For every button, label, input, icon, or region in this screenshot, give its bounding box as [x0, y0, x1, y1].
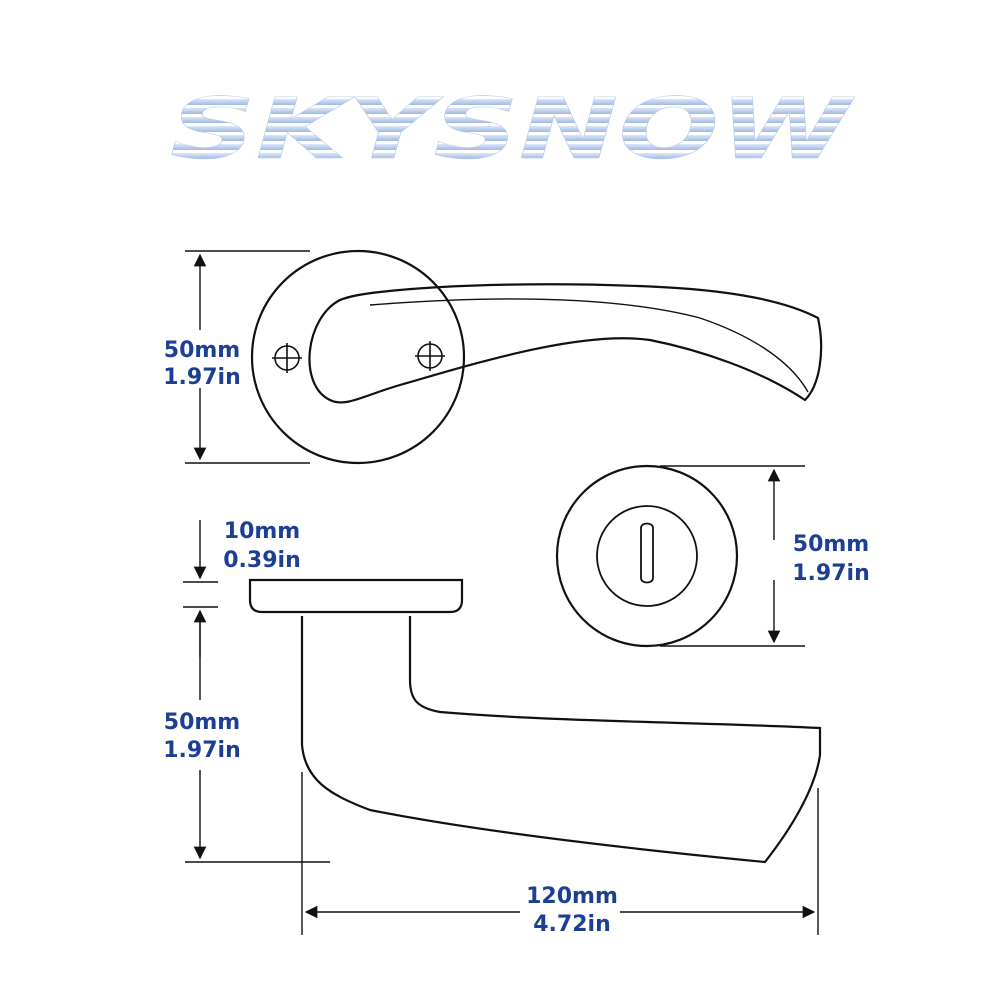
- screw-left-icon: [272, 343, 302, 373]
- brand-logo-text: SKYSNOW: [170, 80, 856, 178]
- front-view: [250, 249, 823, 465]
- rose-outline: [250, 249, 466, 465]
- screw-right-icon: [415, 341, 445, 371]
- rose-thickness-in: 0.39in: [223, 548, 300, 573]
- lever-projection-mm: 50mm: [164, 710, 240, 735]
- escutcheon: [555, 464, 739, 648]
- side-view: [248, 578, 822, 864]
- escutcheon-diameter-in: 1.97in: [792, 561, 869, 586]
- rose-thickness-mm: 10mm: [224, 519, 300, 544]
- rose-height-mm: 50mm: [164, 338, 240, 363]
- lever-length-in: 4.72in: [533, 912, 610, 937]
- escutcheon-inner: [596, 505, 698, 607]
- dimension-rose-height: [185, 250, 310, 464]
- dimension-escutcheon-diameter: [660, 465, 805, 647]
- escutcheon-outer: [555, 464, 739, 648]
- escutcheon-diameter-mm: 50mm: [793, 532, 869, 557]
- keyhole-icon: [640, 522, 654, 584]
- side-lever-outline: [300, 616, 822, 864]
- rose-height-in: 1.97in: [163, 365, 240, 390]
- lever-projection-in: 1.97in: [163, 738, 240, 763]
- dimension-lever-length: [301, 772, 819, 935]
- lever-length-mm: 120mm: [526, 884, 618, 909]
- dimension-lever-projection: [185, 611, 330, 863]
- lever-ridge: [369, 298, 809, 393]
- rose-plate-outline: [248, 578, 464, 614]
- brand-logo: SKYSNOW: [170, 80, 857, 179]
- lever-outline: [308, 283, 823, 404]
